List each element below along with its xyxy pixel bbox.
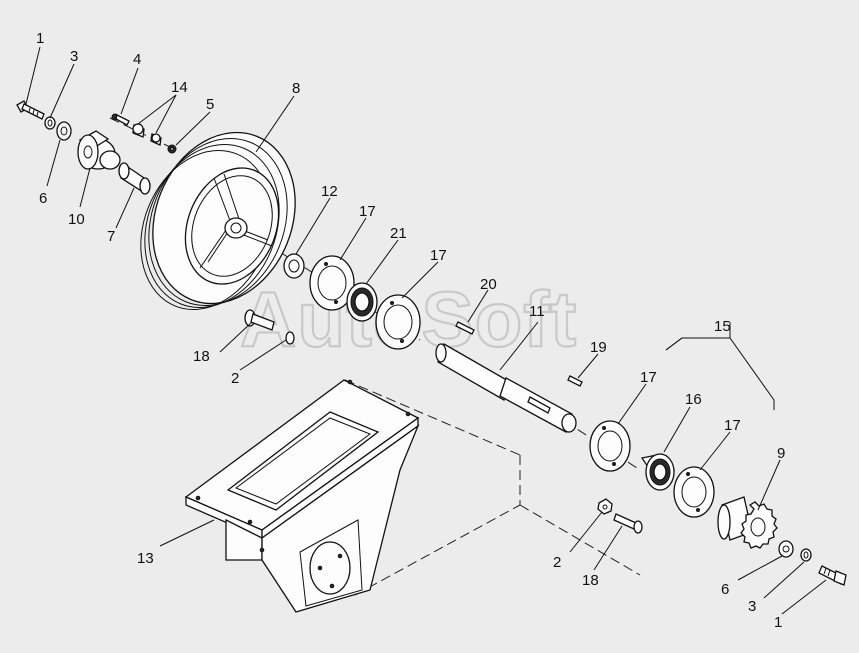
callout-17-c: 17 (640, 369, 657, 386)
callout-1-top: 1 (36, 30, 44, 47)
callout-3-top: 3 (70, 48, 78, 65)
callout-15: 15 (714, 318, 731, 335)
callout-4: 4 (133, 51, 141, 68)
nut-part-2-upper (285, 331, 295, 345)
callout-5: 5 (206, 96, 214, 113)
sprocket-part-9 (717, 496, 778, 549)
callout-12: 12 (321, 183, 338, 200)
screw-part-4 (111, 113, 130, 126)
flange-plate-part-17-a (309, 255, 355, 311)
callout-18-lower: 18 (582, 572, 599, 589)
flange-plate-part-17-b (375, 294, 421, 350)
callout-16: 16 (685, 391, 702, 408)
callout-10: 10 (68, 211, 85, 228)
callout-1-right: 1 (774, 614, 782, 631)
bolt-part-1-left (16, 100, 45, 120)
callout-9: 9 (777, 445, 785, 462)
nut-part-2-lower (597, 498, 613, 515)
hub-part-10 (77, 130, 121, 170)
callout-21: 21 (390, 225, 407, 242)
callout-18-upper: 18 (193, 348, 210, 365)
bearing-part-21 (346, 282, 378, 322)
callout-8: 8 (292, 80, 300, 97)
bolt-part-18-upper (244, 309, 275, 331)
key-part-19 (567, 375, 583, 387)
group-bracket-15 (665, 337, 775, 410)
callout-17-a: 17 (359, 203, 376, 220)
callout-17-b: 17 (430, 247, 447, 264)
bolt-part-1-right (818, 565, 847, 586)
washer-part-6-right (778, 540, 794, 558)
callout-20: 20 (480, 276, 497, 293)
callout-6-right: 6 (721, 581, 729, 598)
mounting-bracket-part-13 (184, 379, 420, 613)
pulley-part-8 (140, 131, 296, 310)
callout-19: 19 (590, 339, 607, 356)
callout-7: 7 (107, 228, 115, 245)
bushing-part-12 (283, 253, 305, 279)
lock-washer-part-3-left (44, 116, 56, 130)
shaft-part-11 (435, 343, 577, 433)
callout-14: 14 (171, 79, 188, 96)
bolt-part-18-lower (613, 513, 643, 534)
key-part-20 (455, 321, 475, 335)
lock-washer-part-3-right (800, 548, 812, 562)
washer-part-6-left (56, 121, 72, 141)
callout-11: 11 (529, 303, 545, 320)
callout-2-upper: 2 (231, 370, 239, 387)
bearing-part-16 (640, 453, 676, 491)
callout-13: 13 (137, 550, 154, 567)
callout-6-left: 6 (39, 190, 47, 207)
callout-17-d: 17 (724, 417, 741, 434)
leader-lines (25, 46, 827, 615)
callout-2-lower: 2 (553, 554, 561, 571)
flange-plate-part-17-d (673, 466, 715, 518)
callout-labels: 1 3 4 14 5 8 6 10 7 12 17 21 17 20 11 19… (36, 30, 785, 631)
flange-plate-part-17-c (589, 420, 631, 472)
sleeve-part-7 (118, 162, 151, 195)
callout-3-right: 3 (748, 598, 756, 615)
grease-fitting-part-14 (132, 123, 162, 146)
nut-part-5 (167, 144, 177, 154)
